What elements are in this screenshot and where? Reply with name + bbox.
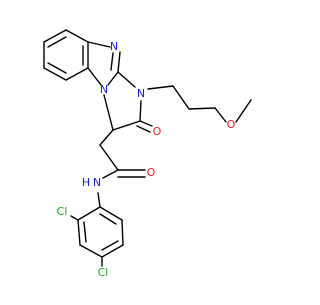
bond <box>139 120 153 127</box>
bond <box>235 99 252 123</box>
bond <box>77 206 101 221</box>
oxygen-carbonyl-label: O <box>153 125 162 138</box>
bond <box>99 206 123 221</box>
nitrogen-amide-label: N <box>93 176 101 189</box>
bond <box>65 29 89 43</box>
bond <box>172 85 190 110</box>
bond <box>47 36 67 48</box>
bond <box>110 52 114 71</box>
bond <box>77 219 81 246</box>
bond <box>136 125 151 133</box>
bond <box>65 67 89 81</box>
chlorine-ortho-label: Cl <box>57 205 68 218</box>
oxygen-amide-label: O <box>147 166 156 179</box>
bond <box>99 129 114 146</box>
nitrogen-bridge-label: N <box>100 83 108 96</box>
bond <box>188 107 216 110</box>
bond <box>103 94 114 131</box>
bond <box>121 219 124 246</box>
bond <box>43 67 67 81</box>
chlorine-para-label: Cl <box>98 266 109 279</box>
bond <box>87 67 102 86</box>
bond <box>99 213 117 225</box>
bond <box>47 62 67 74</box>
bond <box>70 215 79 221</box>
bond <box>83 221 87 243</box>
bond <box>101 240 119 251</box>
molecule-canvas: N N N O O O N H Cl Cl <box>43 29 252 279</box>
bond <box>99 144 119 171</box>
bond <box>87 41 111 48</box>
bond <box>214 107 227 123</box>
bond <box>102 169 119 179</box>
atom-labels: N N N O O O N H Cl Cl <box>57 40 236 279</box>
bonds <box>43 29 252 267</box>
bond <box>107 71 119 86</box>
bond <box>101 244 124 258</box>
bond <box>139 100 142 122</box>
bond <box>147 85 174 90</box>
hydrogen-amide-label: H <box>82 176 90 189</box>
bond <box>79 244 103 258</box>
oxygen-ether-label: O <box>227 118 236 131</box>
nitrogen-side-chain-label: N <box>137 87 145 100</box>
bond <box>117 51 121 73</box>
nitrogen-imine-label: N <box>110 40 118 53</box>
bond <box>43 29 67 43</box>
bond <box>112 120 141 131</box>
bond <box>97 192 101 208</box>
bond <box>117 71 136 88</box>
molecule-structure: N N N O O O N H Cl Cl <box>43 29 252 279</box>
